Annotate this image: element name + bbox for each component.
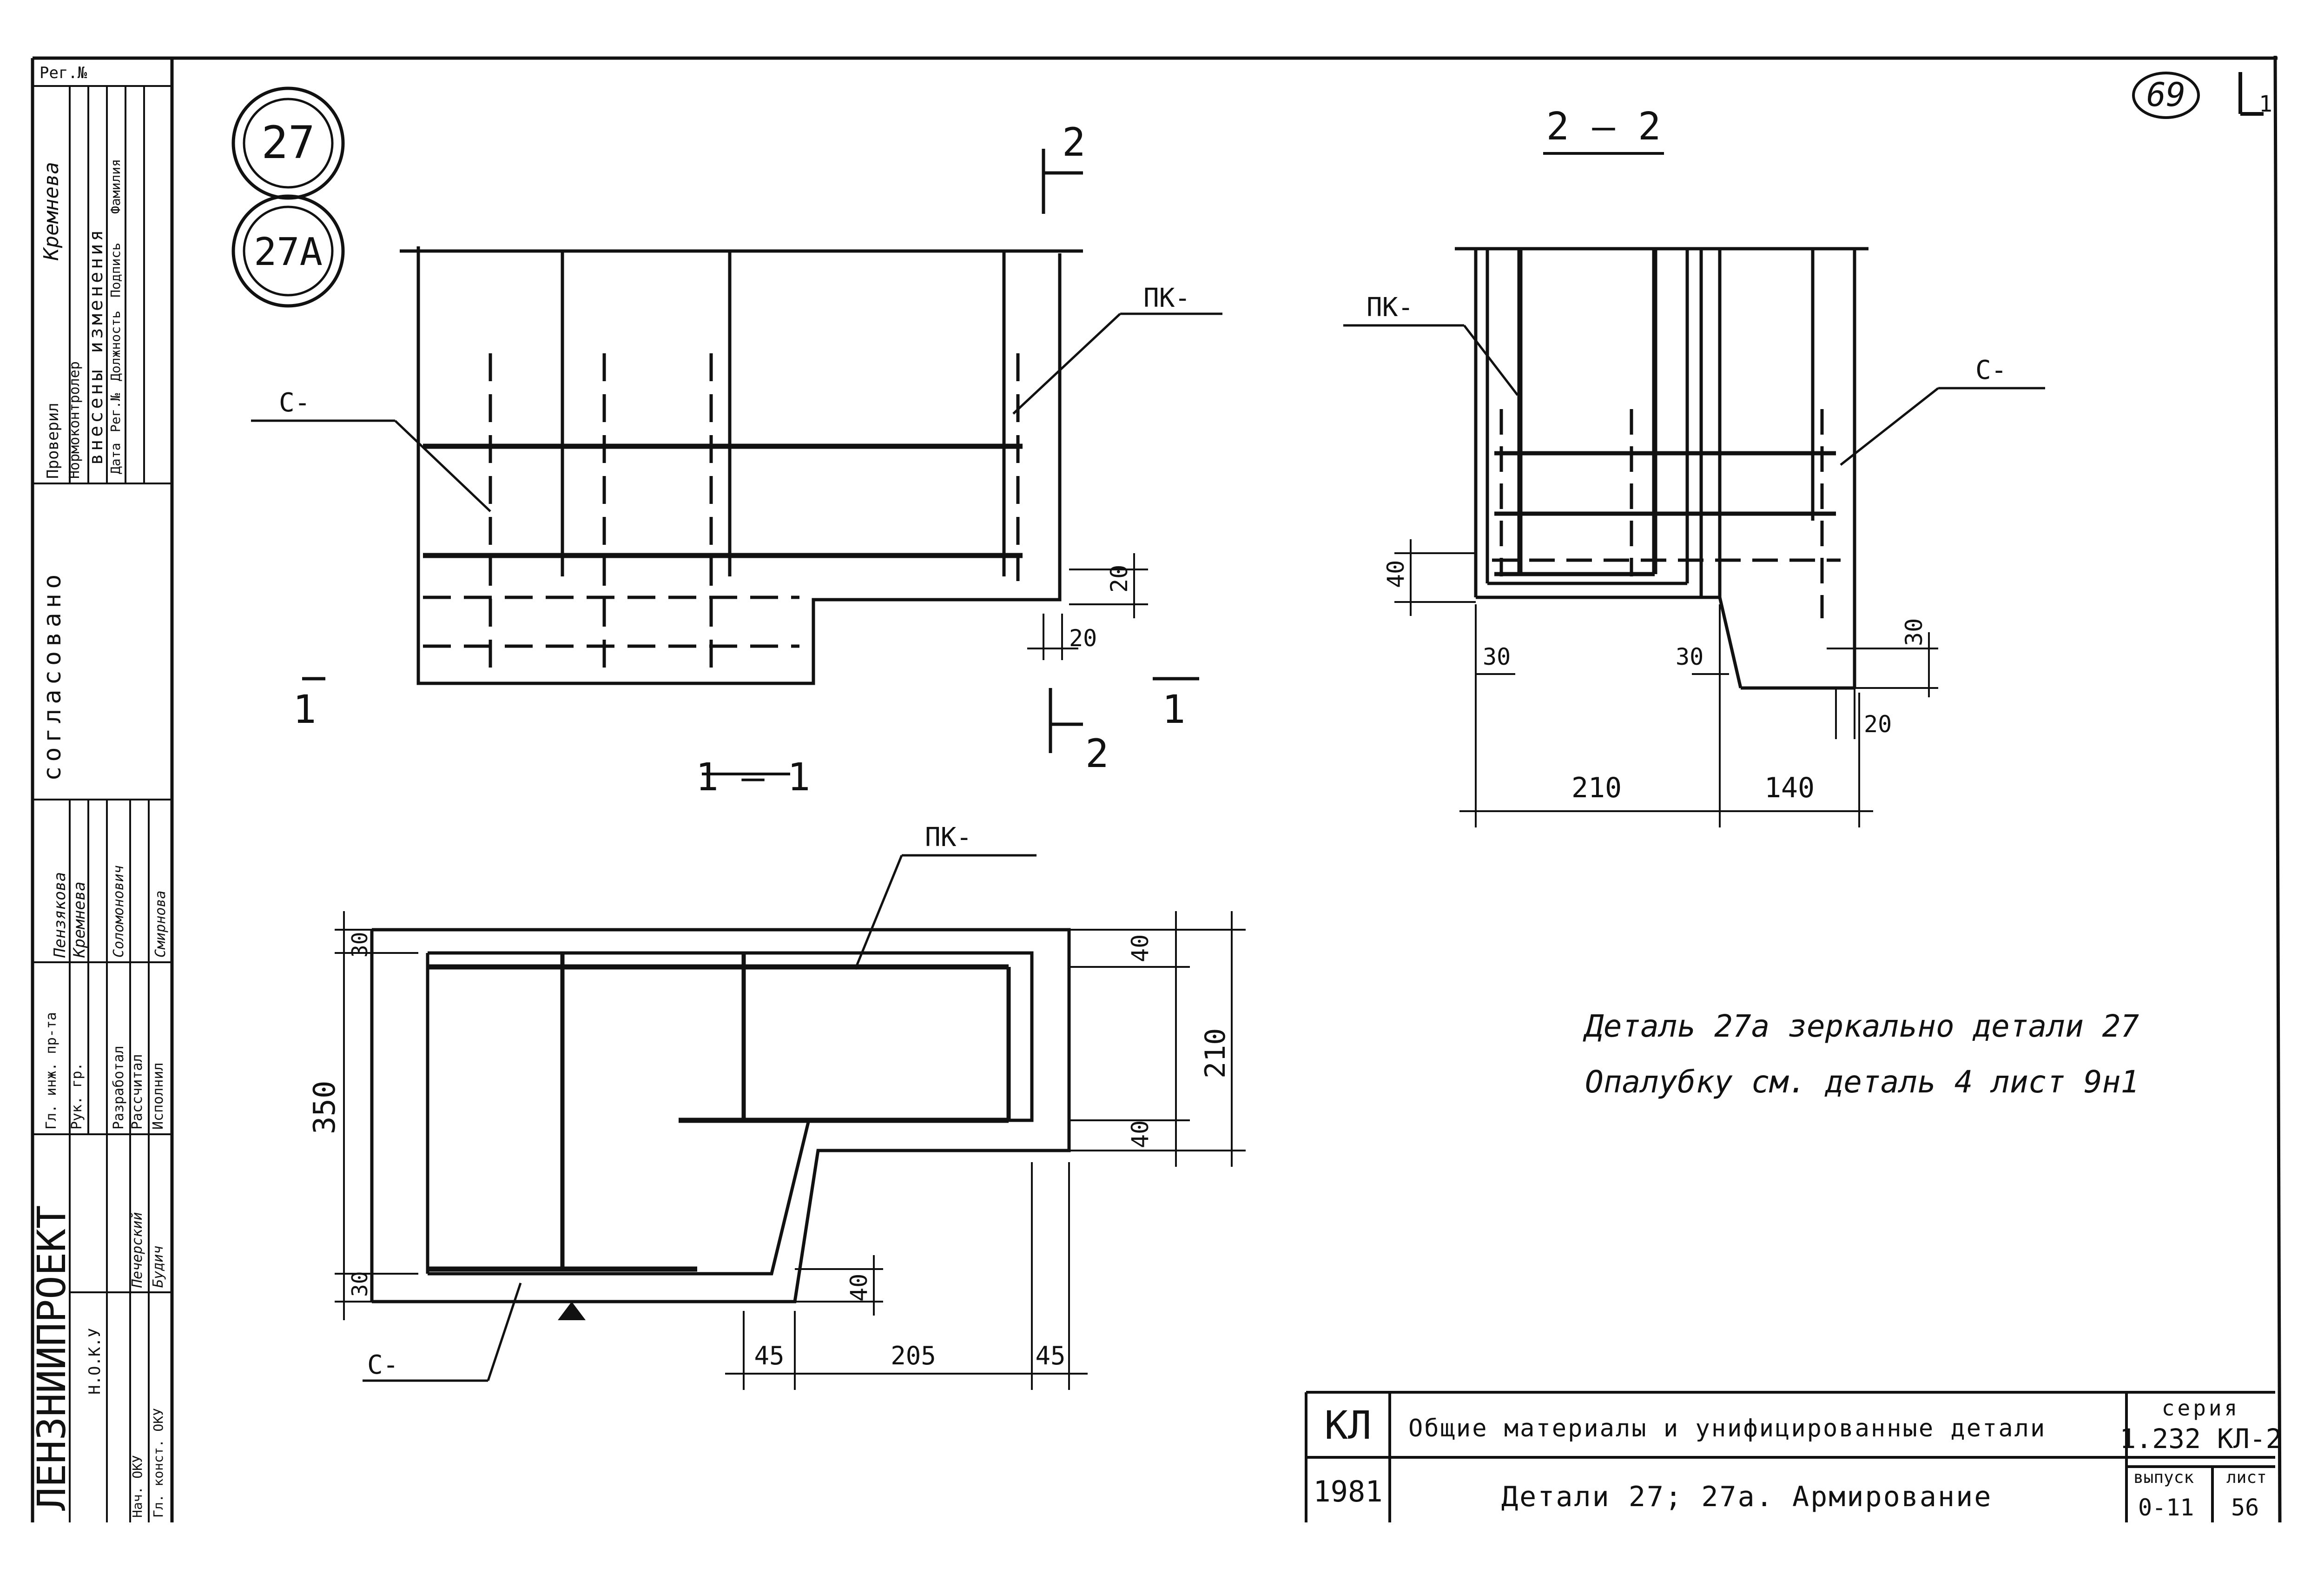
- dim-section1-210: 210: [1199, 1028, 1232, 1078]
- detail-badge-27: 27: [231, 86, 345, 200]
- section-2-2-title: 2 — 2: [1546, 105, 1661, 149]
- section-1-1-title: 1 — 1: [696, 755, 811, 800]
- label-pk-section-1: ПК-: [925, 822, 972, 853]
- cut-mark-1-left: 1: [293, 687, 317, 732]
- title-code: КЛ: [1324, 1402, 1371, 1448]
- sheet-number-badge: 69 1: [2132, 72, 2272, 119]
- note-mirror: Деталь 27а зеркально детали 27: [1583, 1008, 2139, 1044]
- role-3: Рассчитал: [129, 1054, 145, 1130]
- cut-mark-1-right: 1: [1162, 687, 1186, 732]
- side-stamp: Рег.№ внесены изменения Дата Рег.№ Должн…: [29, 64, 172, 1522]
- changes-col-4: Фамилия: [108, 159, 123, 214]
- dim-section1-30-bottom: 30: [347, 1271, 372, 1297]
- dim-section1-45-a: 45: [754, 1341, 784, 1370]
- changes-col-0: Дата: [108, 443, 123, 474]
- name-0: Пензякова: [51, 872, 69, 958]
- issue-label: выпуск: [2133, 1468, 2194, 1487]
- label-c-section-1: С-: [367, 1350, 398, 1380]
- issue-value: 0-11: [2138, 1494, 2194, 1521]
- detail-badge-27-label: 27: [261, 117, 315, 169]
- changes-col-1: Рег.№: [108, 393, 123, 432]
- changes-col-3: Подпись: [108, 243, 123, 298]
- agreed-label: согласовано: [39, 570, 66, 781]
- dim-section2-30-c: 30: [1901, 618, 1928, 646]
- role-1: Рук. гр.: [69, 1063, 85, 1130]
- series-value: 1.232 КЛ-2: [2119, 1423, 2282, 1455]
- cut-mark-2-bottom: 2: [1085, 731, 1109, 776]
- title-sub: Детали 27; 27а. Армирование: [1501, 1481, 1992, 1513]
- title-block: КЛ 1981 Общие материалы и унифицированны…: [1305, 1391, 2282, 1522]
- title-year: 1981: [1313, 1475, 1382, 1508]
- label-pk-section-2: ПК-: [1367, 292, 1413, 323]
- label-pk-elevation: ПК-: [1143, 283, 1190, 313]
- lower-name-1: Будич: [150, 1246, 166, 1288]
- changes-col-2: Должность: [108, 311, 123, 381]
- sheet-label: лист: [2226, 1468, 2267, 1487]
- label-c-section-2: С-: [1975, 355, 2007, 385]
- dim-section1-205: 205: [891, 1341, 936, 1370]
- dim-section1-350: 350: [308, 1080, 342, 1134]
- view-elevation: 2 2 1 1 ПК- С- 20 20: [251, 119, 1222, 776]
- dim-section2-140: 140: [1764, 772, 1815, 804]
- dim-section1-40-c: 40: [845, 1274, 872, 1302]
- dim-section1-45-b: 45: [1035, 1341, 1065, 1370]
- note-formwork: Опалубку см. деталь 4 лист 9н1: [1585, 1064, 2139, 1100]
- role-4: Исполнил: [150, 1063, 166, 1130]
- title-main: Общие материалы и унифицированные детали: [1408, 1415, 2046, 1442]
- role-2: Разработал: [111, 1045, 127, 1130]
- dim-20-b: 20: [1069, 625, 1097, 652]
- dim-section2-30-a: 30: [1483, 643, 1511, 670]
- support-triangle: [558, 1302, 586, 1320]
- lower-role-1: Гл. конст. ОКУ: [151, 1408, 166, 1518]
- dim-20-a: 20: [1106, 565, 1133, 593]
- reg-label: Рег.№: [40, 64, 87, 82]
- view-section-1-1: 1 — 1 ПК- С-: [308, 755, 1246, 1390]
- lower-name-0: Печерский: [129, 1212, 145, 1288]
- lower-role-0: Нач. ОКУ: [130, 1455, 145, 1518]
- sheet-value: 56: [2231, 1494, 2259, 1521]
- role-0: Гл. инж. пр-та: [43, 1012, 59, 1130]
- sheet-frame: [31, 55, 2282, 1523]
- dim-section1-40-b: 40: [1127, 1120, 1154, 1148]
- name-1: Кремнева: [70, 881, 89, 958]
- checked-label: Проверил: [44, 403, 62, 479]
- changes-title: внесены изменения: [86, 227, 107, 465]
- checked-name: Кремнева: [40, 162, 63, 261]
- corner-mark: 1: [2259, 91, 2272, 117]
- name-3: Смирнова: [152, 891, 169, 958]
- dim-section1-30-top: 30: [347, 932, 372, 958]
- dim-section1-40-a: 40: [1127, 934, 1154, 962]
- cut-mark-2-top: 2: [1062, 119, 1086, 165]
- name-2: Соломонович: [111, 865, 127, 958]
- dim-section2-210: 210: [1571, 772, 1622, 804]
- series-label: серия: [2162, 1396, 2240, 1421]
- institute-name: ЛЕНЗНИИПРОЕКТ: [29, 1205, 74, 1511]
- norm-label: Нормоконтролер: [66, 361, 83, 479]
- label-c-elevation: С-: [279, 388, 310, 418]
- view-section-2-2: 2 — 2: [1343, 105, 2045, 827]
- dept-label: Н.О.К.У: [86, 1328, 104, 1395]
- detail-badge-27a-label: 27А: [254, 230, 323, 274]
- dim-section2-40: 40: [1382, 560, 1409, 588]
- detail-badge-27a: 27А: [231, 194, 345, 308]
- sheet-number: 69: [2146, 76, 2185, 114]
- drawing-notes: Деталь 27а зеркально детали 27 Опалубку …: [1583, 1008, 2139, 1100]
- dim-section2-20: 20: [1864, 711, 1892, 738]
- dim-section2-30-b: 30: [1676, 643, 1703, 670]
